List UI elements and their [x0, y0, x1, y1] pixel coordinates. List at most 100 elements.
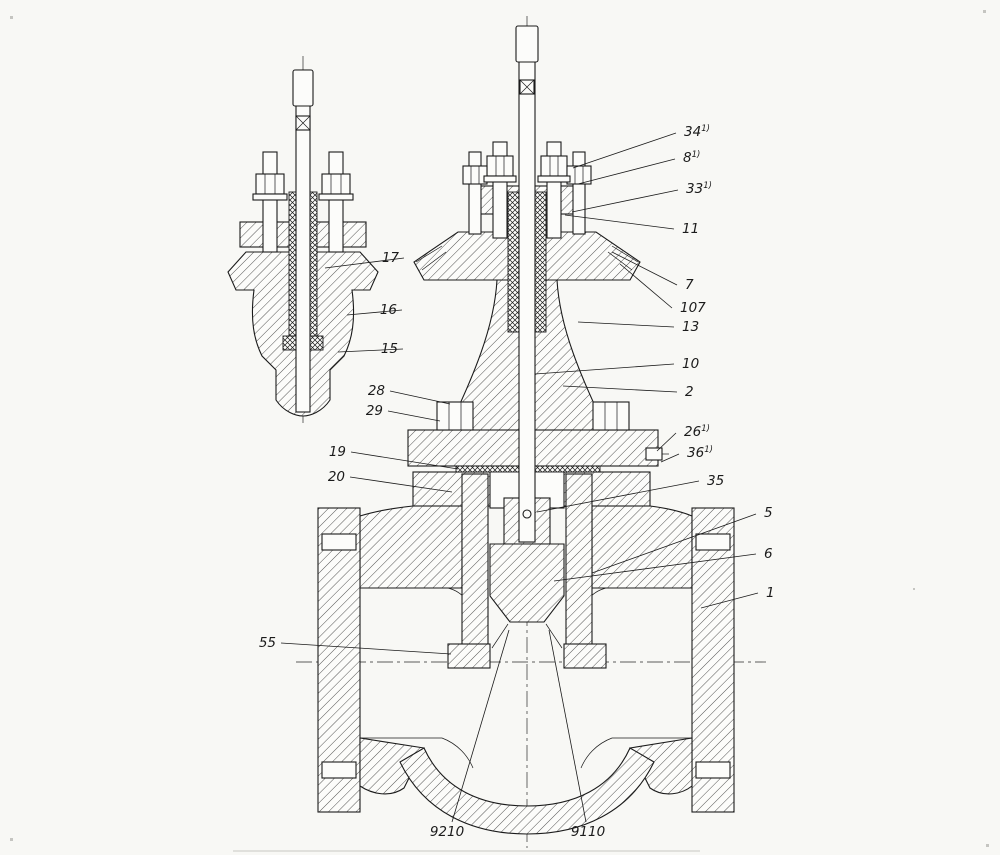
callout-19: 19	[329, 444, 459, 470]
detail-stud-left	[262, 151, 278, 253]
detail-stem-top	[292, 69, 314, 107]
leader-line-107	[619, 263, 673, 309]
flange-bolt-left-facets	[448, 402, 462, 430]
detail-washer-left	[252, 193, 288, 201]
part-number-6: 6	[764, 546, 773, 562]
part-number-19: 19	[329, 444, 346, 460]
leader-line-11	[564, 214, 675, 230]
leader-line-9110	[548, 629, 587, 823]
part-number-5: 5	[764, 505, 773, 521]
callout-1: 1	[700, 585, 775, 609]
part-number-16: 16	[380, 302, 397, 318]
bonnet-seal-ring-lines	[415, 245, 639, 271]
leader-line-20	[349, 476, 453, 493]
pipe-flange-right	[691, 507, 735, 813]
part-number-13: 13	[682, 319, 699, 335]
gland-nut-right	[540, 155, 568, 177]
valve-plug	[489, 543, 565, 623]
leader-line-7	[611, 251, 678, 286]
main-valve-section	[317, 25, 735, 835]
callout-15: 15	[337, 341, 404, 357]
part-number-29: 29	[366, 403, 383, 419]
detail-stem-square-cross	[295, 115, 311, 131]
gland-nut-left-facets	[495, 156, 505, 176]
part-number-28: 28	[368, 383, 385, 399]
outer-stud-left	[468, 151, 482, 235]
detail-nut-right-facets	[330, 174, 342, 194]
corner-mark	[983, 10, 986, 13]
part-number-20: 20	[328, 469, 345, 485]
pipe-flange-right-bolt-hole-top	[695, 533, 731, 551]
body-bottom-right-wall	[629, 737, 693, 795]
callout-9110: 9110	[548, 629, 605, 840]
part-number-35: 35	[707, 473, 724, 489]
leader-line-13	[577, 321, 675, 328]
pipe-flange-right-bolt-hole-bottom	[695, 761, 731, 779]
callout-28: 28	[368, 383, 451, 405]
callout-13: 13	[577, 319, 699, 335]
detail-washer-right	[318, 193, 354, 201]
detail-nut-left-facets	[264, 174, 276, 194]
cage-wall-left	[461, 473, 489, 647]
part-number-107: 107	[680, 300, 706, 316]
callouts: 341)81)331)11710713102261)361)3556117161…	[259, 124, 775, 840]
callout-17: 17	[324, 250, 405, 269]
leader-line-5	[591, 513, 757, 574]
part-number-10: 10	[682, 356, 699, 372]
callout-16: 16	[346, 302, 403, 318]
leader-line-36	[660, 453, 680, 463]
left-bore-bottom-edge	[360, 737, 474, 769]
leader-line-10	[534, 363, 675, 375]
leader-line-8	[577, 158, 676, 185]
callout-8: 81)	[577, 150, 700, 185]
part-number-1: 1	[766, 585, 775, 601]
gland-washer-right	[537, 175, 571, 183]
part-number-26: 261)	[684, 424, 710, 440]
left-bore-top-edge	[360, 587, 477, 644]
right-bore-bottom-edge	[580, 737, 692, 769]
leader-line-35	[536, 480, 700, 513]
part-number-33: 331)	[686, 181, 712, 197]
valve-stem	[518, 57, 536, 543]
detail-nut-left	[255, 173, 285, 195]
seat-ring-right	[563, 643, 607, 669]
detail-view-bonnet	[227, 69, 379, 417]
cage-wall-right	[565, 473, 593, 647]
seat-ring-left	[447, 643, 491, 669]
leader-line-29	[387, 410, 441, 422]
detail-nut-right	[321, 173, 351, 195]
outer-nut-left	[462, 165, 488, 185]
body-top-right-wall	[591, 505, 693, 589]
leader-line-1	[700, 592, 759, 609]
callout-107: 107	[619, 263, 706, 316]
callout-11: 11	[564, 214, 699, 237]
gland-nut-right-facets	[549, 156, 559, 176]
part-number-7: 7	[685, 277, 694, 293]
leader-line-15	[337, 348, 404, 353]
callout-20: 20	[328, 469, 453, 493]
leader-line-33	[571, 189, 679, 213]
corner-mark	[986, 844, 989, 847]
part-number-36: 361)	[687, 445, 713, 461]
leader-line-28	[389, 390, 451, 405]
corner-mark	[10, 16, 13, 19]
callout-36: 361)	[660, 445, 713, 463]
flange-bolt-right	[592, 401, 630, 431]
part-number-8: 81)	[683, 150, 700, 166]
stem-top-end	[515, 25, 539, 63]
leader-line-19	[350, 451, 459, 470]
callout-33: 331)	[571, 181, 712, 213]
flange-bolt-right-facets	[604, 402, 618, 430]
outer-nut-right-facets	[574, 166, 584, 184]
detail-stud-right	[328, 151, 344, 253]
callout-10: 10	[534, 356, 699, 375]
gland-washer-left	[483, 175, 517, 183]
speck	[913, 588, 915, 590]
detail-bushing-left	[282, 335, 298, 351]
leader-line-17	[324, 257, 405, 269]
part-number-9110: 9110	[571, 824, 605, 840]
body-bottom-shell	[399, 747, 655, 835]
part-number-11: 11	[682, 221, 699, 237]
